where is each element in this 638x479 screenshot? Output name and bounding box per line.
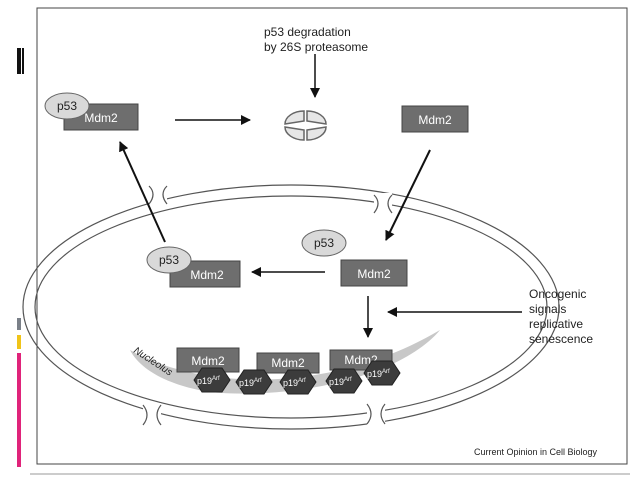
svg-text:p19Arf: p19Arf xyxy=(367,369,390,379)
p19arf-hexagon: p19Arf xyxy=(193,367,231,393)
mdm2-p53-complex-cytoplasm: Mdm2 p53 xyxy=(44,92,139,131)
mdm2-label: Mdm2 xyxy=(84,111,118,125)
p19arf-hexagons: p19Arf p19Arf p19Arf p19Arf p19Arf xyxy=(193,360,401,395)
mdm2-box xyxy=(401,105,469,133)
mdm2-label: Mdm2 xyxy=(418,113,452,127)
left-accent-dark-bar-2 xyxy=(22,48,24,74)
left-accent-dark-bar xyxy=(17,48,21,74)
mdm2-label: Mdm2 xyxy=(271,356,305,370)
p19arf-hexagon: p19Arf xyxy=(325,368,363,394)
p53-label: p53 xyxy=(159,253,179,267)
p53-free-nucleus: p53 xyxy=(301,229,347,257)
p53-label: p53 xyxy=(57,99,77,113)
signals-label-line2: signals xyxy=(529,302,566,316)
mdm2-label: Mdm2 xyxy=(344,353,378,367)
svg-text:p19Arf: p19Arf xyxy=(329,377,352,387)
mdm2-label: Mdm2 xyxy=(190,268,224,282)
svg-text:p19Arf: p19Arf xyxy=(239,378,262,388)
proteasome-icon xyxy=(284,110,327,141)
mdm2-label: Mdm2 xyxy=(191,354,225,368)
mdm2-free-nucleus: Mdm2 xyxy=(340,259,408,287)
degradation-label-line2: by 26S proteasome xyxy=(264,40,368,54)
p53-oval xyxy=(44,92,90,120)
arrow-mdm2-import xyxy=(385,149,431,241)
svg-text:p19Arf: p19Arf xyxy=(283,378,306,388)
svg-text:p19Arf: p19Arf xyxy=(197,376,220,386)
nucleolar-mdm2-boxes: Mdm2 Mdm2 Mdm2 xyxy=(176,347,393,374)
signals-label-line1: Oncogenic xyxy=(529,287,586,301)
p53-label: p53 xyxy=(314,236,334,250)
nuclear-membrane-inner xyxy=(34,195,548,419)
p19arf-hexagon: p19Arf xyxy=(235,369,273,395)
p53-oval xyxy=(301,229,347,257)
left-accent-yellow-bar xyxy=(17,335,21,349)
nuclear-membrane-outer xyxy=(22,184,560,430)
p53-oval xyxy=(146,246,192,274)
mdm2-free-cytoplasm: Mdm2 xyxy=(401,105,469,133)
p19arf-hexagon: p19Arf xyxy=(279,369,317,395)
signals-label-line4: senescence xyxy=(529,332,593,346)
left-accent-pink-bar xyxy=(17,353,21,467)
left-accent-gray-bar xyxy=(17,318,21,330)
degradation-label-line1: p53 degradation xyxy=(264,25,351,39)
mdm2-box xyxy=(340,259,408,287)
mdm2-p53-complex-nucleus: Mdm2 p53 xyxy=(146,246,241,288)
journal-credit: Current Opinion in Cell Biology xyxy=(474,447,598,457)
arrow-complex-export xyxy=(119,141,166,243)
mdm2-label: Mdm2 xyxy=(357,267,391,281)
p19arf-hexagon: p19Arf xyxy=(363,360,401,386)
signals-label-line3: replicative xyxy=(529,317,583,331)
nuclear-pores xyxy=(142,184,393,429)
